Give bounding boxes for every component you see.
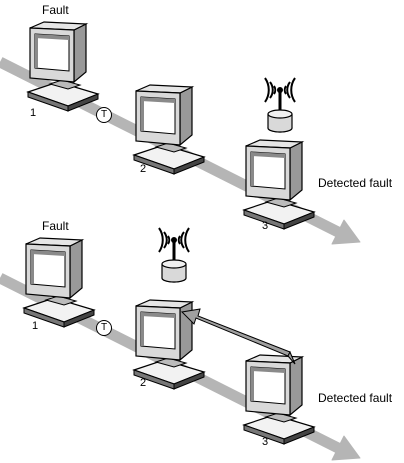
station-2-label: 2 — [140, 377, 147, 389]
station-1-label: 1 — [30, 107, 37, 119]
detected-fault-label: Detected fault — [318, 176, 393, 190]
computer-1-icon — [27, 21, 99, 112]
bottom-panel — [0, 227, 361, 461]
detected-fault-label: Detected fault — [318, 391, 393, 405]
computer-3-icon — [243, 139, 315, 230]
token-marker: T — [96, 107, 112, 123]
fault-label: Fault — [42, 219, 69, 233]
computer-1-icon — [23, 237, 95, 328]
computer-2-icon — [133, 84, 205, 175]
antenna-icon — [264, 77, 296, 133]
token-marker: T — [96, 320, 112, 336]
notification-arrow — [180, 308, 296, 365]
station-3-label: 3 — [262, 436, 269, 448]
station-2-label: 2 — [140, 163, 147, 175]
computer-3-icon — [243, 354, 315, 445]
fault-label: Fault — [42, 3, 69, 17]
top-panel — [0, 21, 361, 245]
station-1-label: 1 — [32, 320, 39, 332]
antenna-icon — [158, 227, 190, 283]
station-3-label: 3 — [262, 220, 269, 232]
